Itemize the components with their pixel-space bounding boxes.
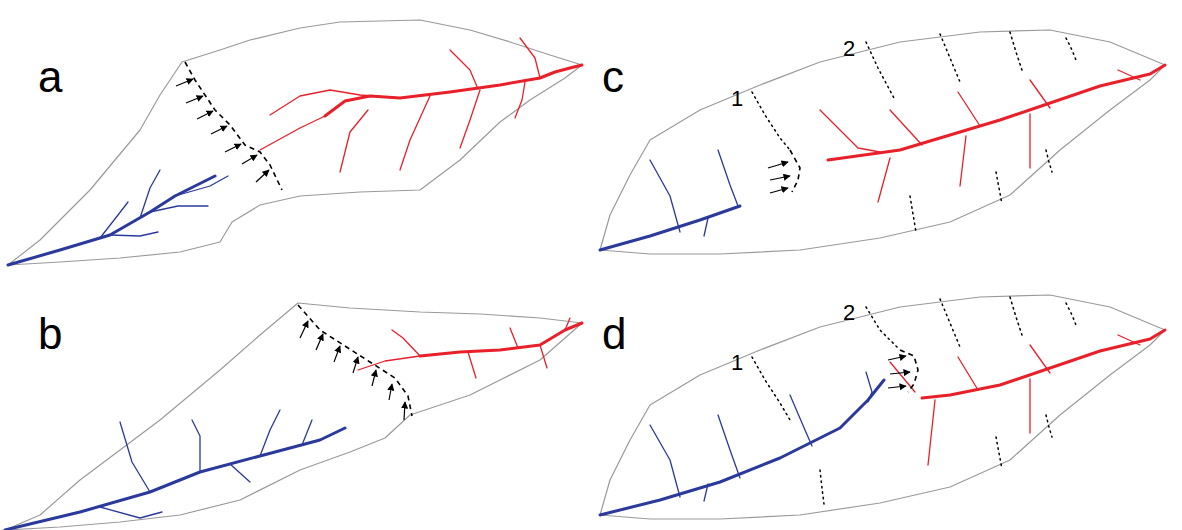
basin-outline (8, 20, 582, 265)
panel-a-drawing (8, 20, 582, 265)
drainage-divide (790, 150, 800, 192)
drainage-divide (298, 305, 412, 416)
panel-letter: b (38, 312, 62, 356)
panel-letter: c (602, 55, 624, 99)
divide-number: 1 (731, 352, 743, 374)
panel-letter: d (602, 312, 626, 356)
panel-c-drawing (600, 30, 1165, 254)
divide-number: 2 (843, 38, 855, 60)
divide-number: 2 (843, 302, 855, 324)
panel-b-drawing (5, 303, 582, 530)
divide-number: 1 (731, 88, 743, 110)
panel-d-drawing (600, 295, 1165, 519)
panel-letter: a (38, 55, 62, 99)
drainage-divide (185, 62, 282, 190)
